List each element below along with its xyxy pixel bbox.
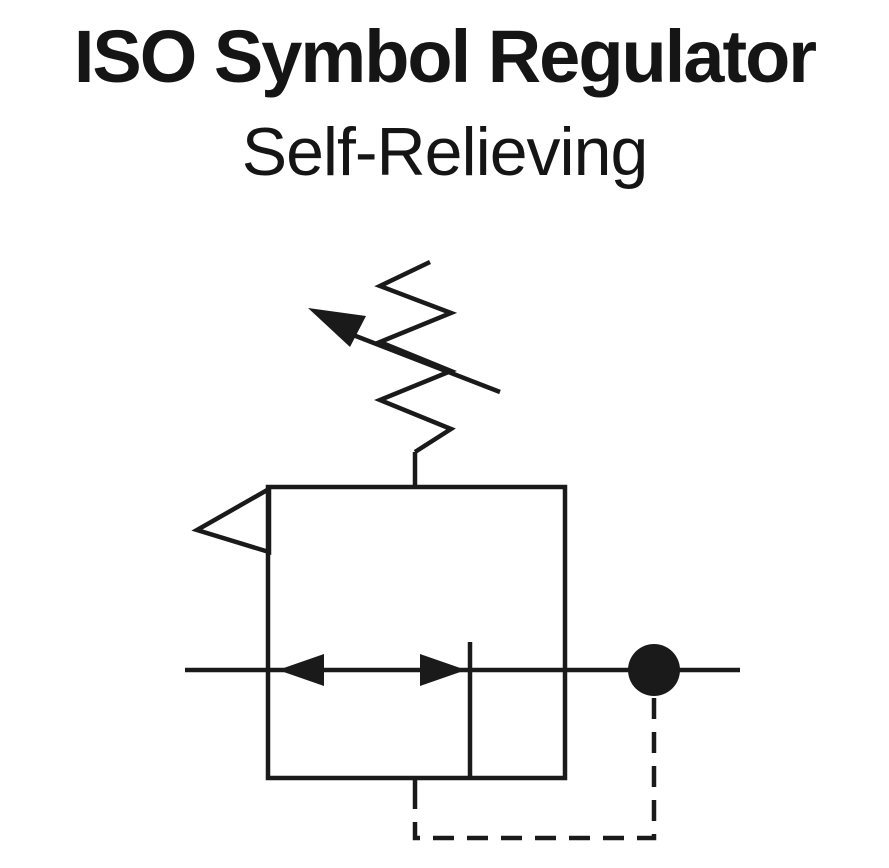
- pilot-pickup-circle: [628, 644, 680, 696]
- page-title: ISO Symbol Regulator: [73, 15, 817, 98]
- flow-arrow-right-icon: [420, 654, 466, 686]
- adjustment-arrow-head-icon: [308, 308, 366, 347]
- adjustment-arrow-shaft: [347, 330, 501, 395]
- header: ISO Symbol Regulator Self-Relieving: [0, 0, 889, 190]
- flow-arrow-left-icon: [278, 654, 324, 686]
- vent-triangle-icon: [191, 485, 272, 556]
- regulator-body: [265, 484, 568, 781]
- pilot-feedback-dashed-line: [412, 698, 657, 841]
- adjustable-spring-zigzag-icon: [374, 259, 458, 454]
- page-subtitle: Self-Relieving: [241, 114, 649, 191]
